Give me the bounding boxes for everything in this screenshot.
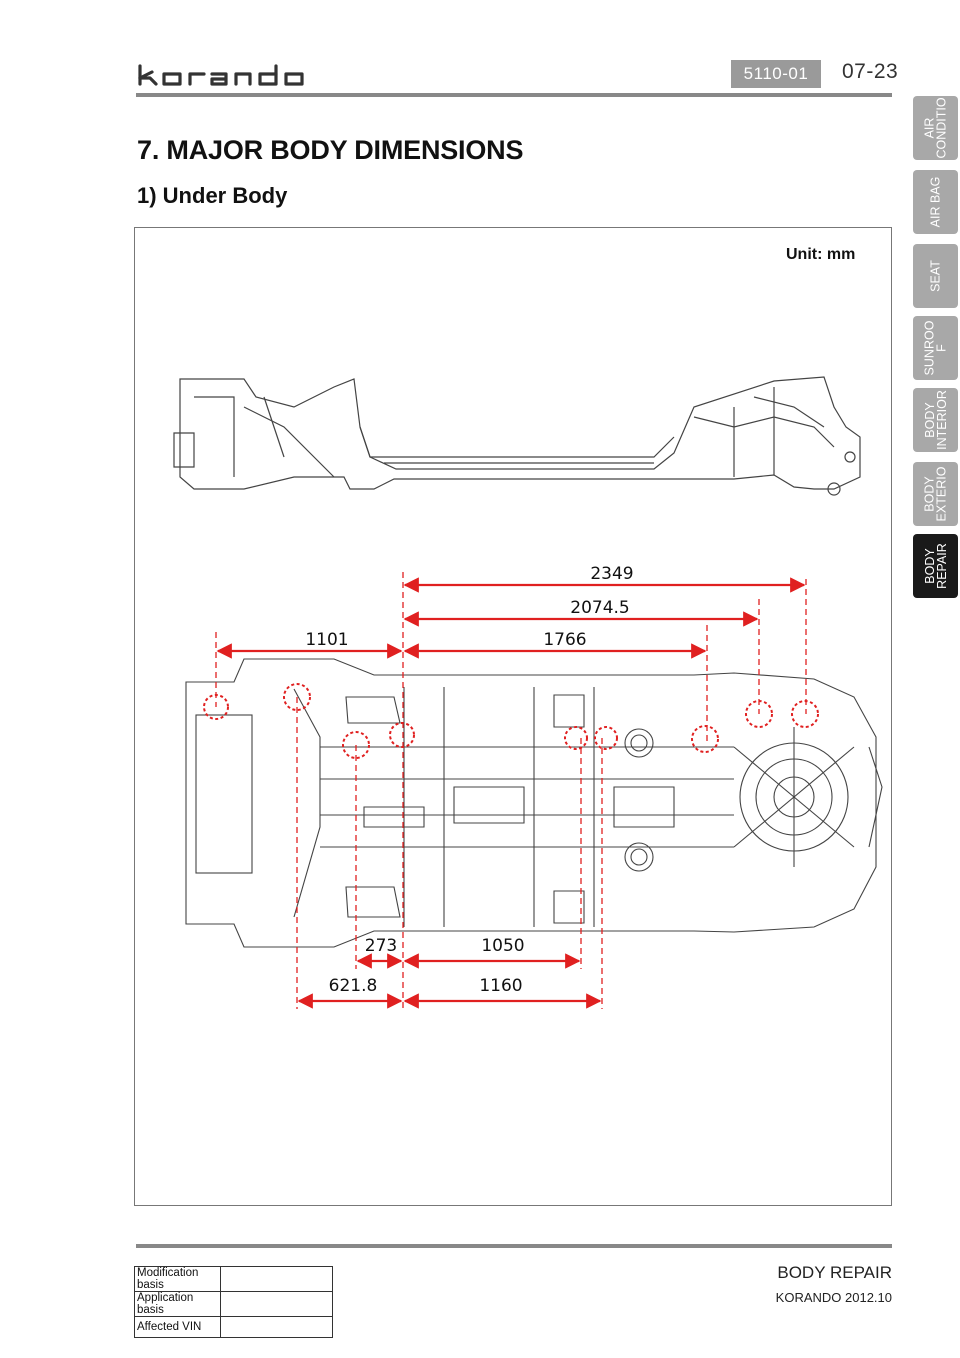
table-label: Application basis [134,1291,221,1317]
tab-body-repair[interactable]: BODY REPAIR [913,534,958,598]
tab-body-exterior[interactable]: BODY EXTERIO [913,462,958,526]
point-mid-4 [594,726,618,750]
header-divider [136,93,892,97]
underbody-diagram: 2349 2074.5 1101 1766 273 1050 621.8 116… [173,376,883,1009]
table-row: Affected VIN [134,1316,333,1338]
tab-label: SUNROO F [922,320,949,376]
point-rear-3 [791,700,819,728]
tab-label: AIR BAG [928,176,943,228]
dimension-arrows [216,577,806,1009]
plan-view-illustration [185,658,883,948]
point-mid-2 [389,722,415,748]
table-value [220,1291,333,1317]
tab-label: SEAT [928,260,943,292]
dim-label-1101: 1101 [305,630,348,650]
table-row: Modification basis [134,1266,333,1292]
table-row: Application basis [134,1291,333,1317]
page-title: 7. MAJOR BODY DIMENSIONS [137,135,524,165]
table-value [220,1316,333,1338]
dim-label-1160: 1160 [479,976,522,996]
footer-divider [136,1244,892,1248]
dim-label-273: 273 [365,936,397,956]
tab-sunroof[interactable]: SUNROO F [913,316,958,380]
point-front-2 [283,683,311,711]
dim-label-2074: 2074.5 [570,598,629,618]
point-mid-3 [564,726,588,750]
section-code-badge: 5110-01 [731,60,821,88]
dim-label-1766: 1766 [543,630,586,650]
dim-label-621: 621.8 [329,976,378,996]
footer-model: KORANDO 2012.10 [775,1290,892,1305]
point-mid-1 [342,731,370,759]
diagram-frame [134,227,892,1206]
tab-air-bag[interactable]: AIR BAG [913,170,958,234]
tab-label: BODY REPAIR [922,543,949,589]
tab-seat[interactable]: SEAT [913,244,958,308]
footer-section-title: BODY REPAIR [777,1263,892,1282]
tab-label: BODY EXTERIO [922,466,949,522]
revision-table: Modification basis Application basis Aff… [134,1266,333,1338]
tab-body-interior[interactable]: BODY INTERIOR [913,388,958,452]
side-view-illustration [173,376,861,496]
korando-logo [138,64,304,86]
page-number: 07-23 [842,60,899,83]
unit-label: Unit: mm [786,246,856,263]
table-label: Affected VIN [134,1316,221,1338]
point-rear-1 [691,725,719,753]
dim-label-1050: 1050 [481,936,524,956]
tab-label: BODY INTERIOR [922,390,949,450]
dimension-guides [215,572,807,1009]
table-label: Modification basis [134,1266,221,1292]
dim-label-2349: 2349 [590,564,633,584]
table-value [220,1266,333,1292]
tab-label: AIR CONDITIO [922,97,949,159]
section-subtitle: 1) Under Body [137,183,288,208]
tab-air-conditioning[interactable]: AIR CONDITIO [913,96,958,160]
